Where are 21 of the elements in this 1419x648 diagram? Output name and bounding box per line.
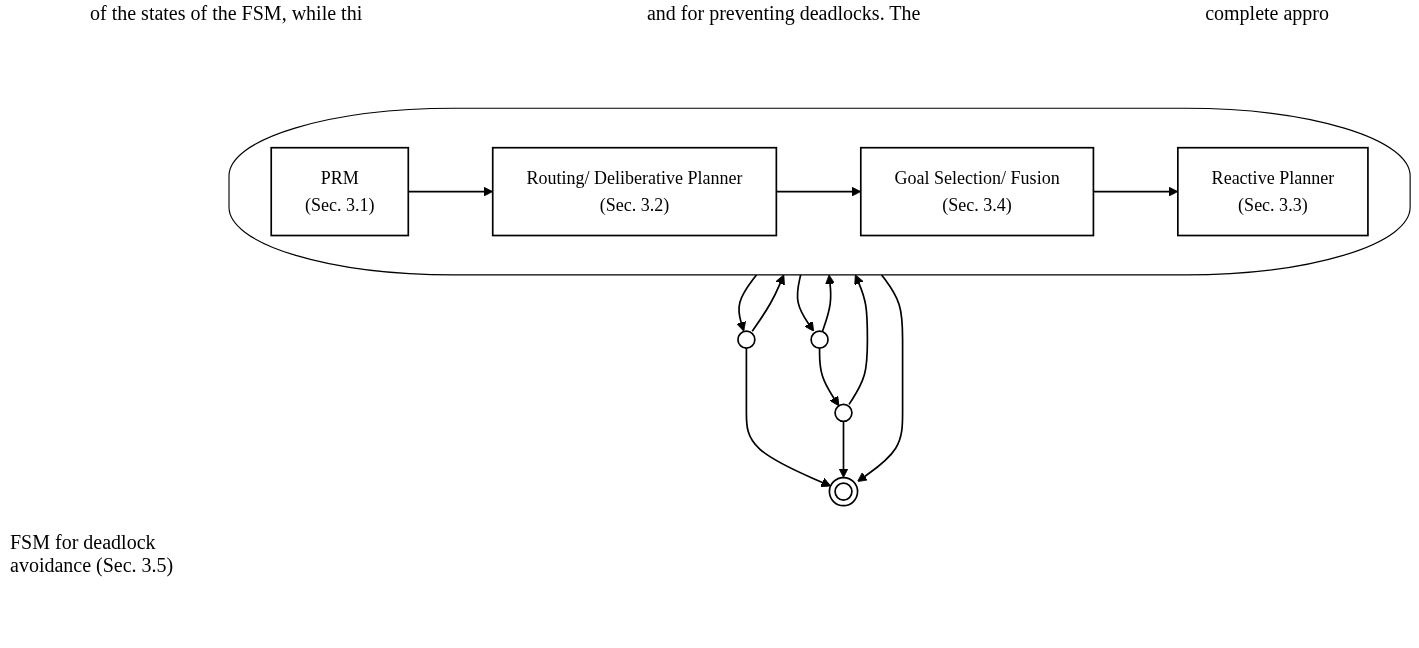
body-text: of the states of the FSM, while thi <box>90 2 363 25</box>
body-text: and for preventing deadlocks. The <box>646 2 921 25</box>
arrow <box>745 347 831 487</box>
node-circle <box>810 330 829 349</box>
node-box: Reactive Planner (Sec. 3.3) <box>1176 146 1369 237</box>
node-box: Goal Selection/ Fusion (Sec. 3.4) <box>859 146 1095 237</box>
arrow <box>751 274 785 333</box>
arrow <box>821 274 835 333</box>
arrow <box>838 420 849 478</box>
arrow <box>848 274 869 406</box>
arrow <box>796 274 815 332</box>
node-circle <box>834 403 853 423</box>
node-circle <box>828 476 859 507</box>
node-box: PRM (Sec. 3.1) <box>270 146 409 237</box>
arrow <box>856 274 904 482</box>
arrow <box>818 347 840 407</box>
body-text: complete appro <box>1205 2 1329 25</box>
figure-caption: FSM for deadlock avoidance (Sec. 3.5) <box>10 531 175 577</box>
arrow <box>736 274 758 332</box>
node-circle <box>736 330 756 349</box>
node-box: Routing/ Deliberative Planner (Sec. 3.2) <box>491 146 778 237</box>
